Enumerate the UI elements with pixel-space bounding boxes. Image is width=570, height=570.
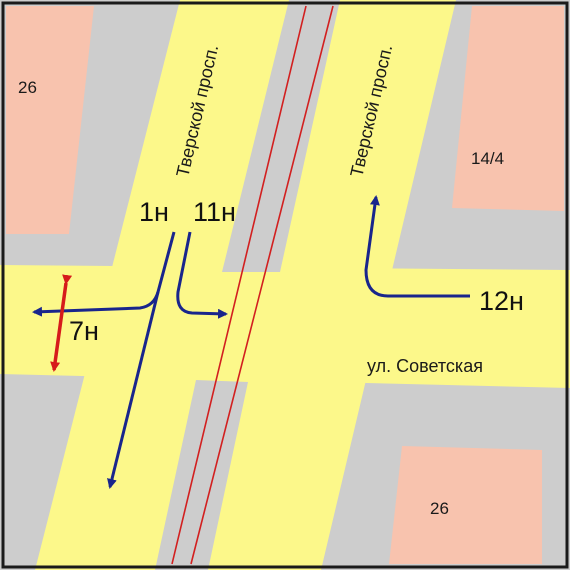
road-tverskoy: [35, 0, 456, 570]
phase-label-1n: 1н: [139, 197, 169, 227]
phase-label-7n: 7н: [69, 316, 99, 346]
building-top-left: [6, 6, 94, 234]
median-island-top: [222, 0, 340, 272]
tram-line-left: [171, 5, 307, 565]
arrow-7n-pedestrian-crossing: [50, 274, 73, 372]
street-label-sovetskaya: ул. Советская: [367, 356, 483, 376]
building-number-top-left: 26: [18, 78, 37, 97]
arrow-11n-right-turn: [176, 231, 228, 319]
phase-label-11n: 11н: [193, 197, 236, 227]
building-bottom-right: [389, 446, 542, 564]
arrow-12n-right-turn: [364, 195, 470, 298]
building-number-bottom-right: 26: [430, 499, 449, 518]
phase-label-12n: 12н: [479, 286, 524, 316]
building-number-top-right: 14/4: [471, 149, 504, 168]
tram-line-right: [190, 5, 334, 565]
median-island-bottom: [155, 380, 248, 570]
building-top-right: [452, 6, 564, 211]
arrow-1n-straight: [107, 291, 160, 489]
